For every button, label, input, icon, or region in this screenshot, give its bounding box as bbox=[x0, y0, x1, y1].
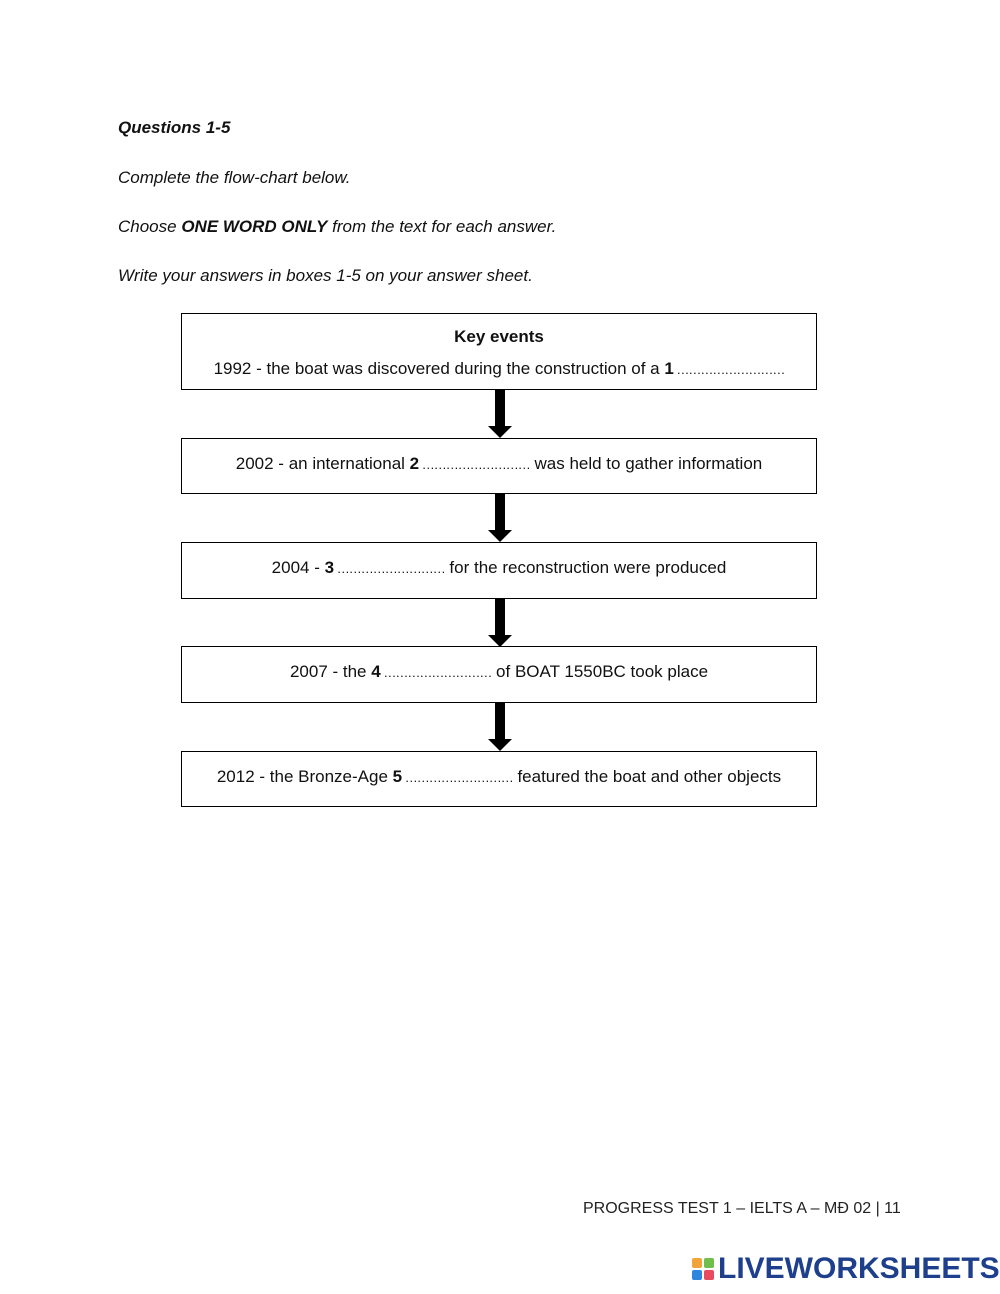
logo-block bbox=[692, 1258, 702, 1268]
answer-blank[interactable]: ……………………… bbox=[402, 770, 514, 785]
flow-step-text: 2012 - the Bronze-Age 5 ……………………… featur… bbox=[182, 767, 816, 787]
flow-step-text: 2004 - 3 ……………………… for the reconstructio… bbox=[182, 558, 816, 578]
step-text-after: for the reconstruction were produced bbox=[444, 558, 727, 577]
answer-blank[interactable]: ……………………… bbox=[419, 457, 531, 472]
question-number: 3 bbox=[324, 558, 335, 577]
instruction-choose: Choose ONE WORD ONLY from the text for e… bbox=[118, 217, 556, 237]
arrow-down-icon bbox=[488, 703, 512, 751]
step-text-after: of BOAT 1550BC took place bbox=[491, 662, 709, 681]
arrow-down-icon bbox=[488, 599, 512, 647]
instruction-choose-before: Choose bbox=[118, 217, 182, 236]
flow-step-1: Key events 1992 - the boat was discovere… bbox=[181, 313, 817, 390]
step-text-before: 2002 - an international bbox=[235, 454, 410, 473]
logo-text: LIVEWORKSHEETS bbox=[718, 1252, 1000, 1285]
question-number: 4 bbox=[371, 662, 381, 681]
step-text-after: was held to gather information bbox=[529, 454, 763, 473]
answer-blank[interactable]: ……………………… bbox=[334, 561, 446, 576]
instruction-choose-after: from the text for each answer. bbox=[327, 217, 557, 236]
questions-title: Questions 1-5 bbox=[118, 118, 231, 137]
step-text-before: 2007 - the bbox=[289, 662, 372, 681]
flow-step-text: 2002 - an international 2 ……………………… was … bbox=[182, 454, 816, 474]
instruction-choose-bold: ONE WORD ONLY bbox=[181, 217, 328, 236]
logo-block bbox=[692, 1270, 702, 1280]
instruction-complete: Complete the flow-chart below. bbox=[118, 168, 351, 187]
page-footer: PROGRESS TEST 1 – IELTS A – MĐ 02 | 11 bbox=[583, 1200, 901, 1217]
logo-blocks-icon bbox=[692, 1258, 714, 1280]
flow-step-2: 2002 - an international 2 ……………………… was … bbox=[181, 438, 817, 494]
flow-step-4: 2007 - the 4 ……………………… of BOAT 1550BC to… bbox=[181, 646, 817, 703]
logo-block bbox=[704, 1270, 714, 1280]
arrow-down-icon bbox=[488, 390, 512, 438]
flowchart-heading: Key events bbox=[454, 327, 544, 346]
flow-step-text: 2007 - the 4 ……………………… of BOAT 1550BC to… bbox=[182, 662, 816, 682]
step-text-after: featured the boat and other objects bbox=[512, 767, 782, 786]
flow-step-5: 2012 - the Bronze-Age 5 ……………………… featur… bbox=[181, 751, 817, 807]
answer-blank[interactable]: ……………………… bbox=[380, 665, 492, 680]
question-number: 1 bbox=[664, 359, 674, 378]
liveworksheets-logo: LIVEWORKSHEETS bbox=[692, 1252, 1000, 1286]
step-text-before: 2012 - the Bronze-Age bbox=[216, 767, 393, 786]
flow-step-3: 2004 - 3 ……………………… for the reconstructio… bbox=[181, 542, 817, 599]
step-text-before: 2004 - bbox=[271, 558, 325, 577]
question-number: 2 bbox=[409, 454, 420, 473]
step-text-before: 1992 - the boat was discovered during th… bbox=[213, 359, 665, 378]
question-number: 5 bbox=[392, 767, 403, 786]
arrow-down-icon bbox=[488, 494, 512, 542]
answer-blank[interactable]: ……………………… bbox=[673, 362, 785, 377]
flow-step-text: 1992 - the boat was discovered during th… bbox=[182, 359, 816, 379]
logo-block bbox=[704, 1258, 714, 1268]
instruction-write: Write your answers in boxes 1-5 on your … bbox=[118, 266, 533, 285]
